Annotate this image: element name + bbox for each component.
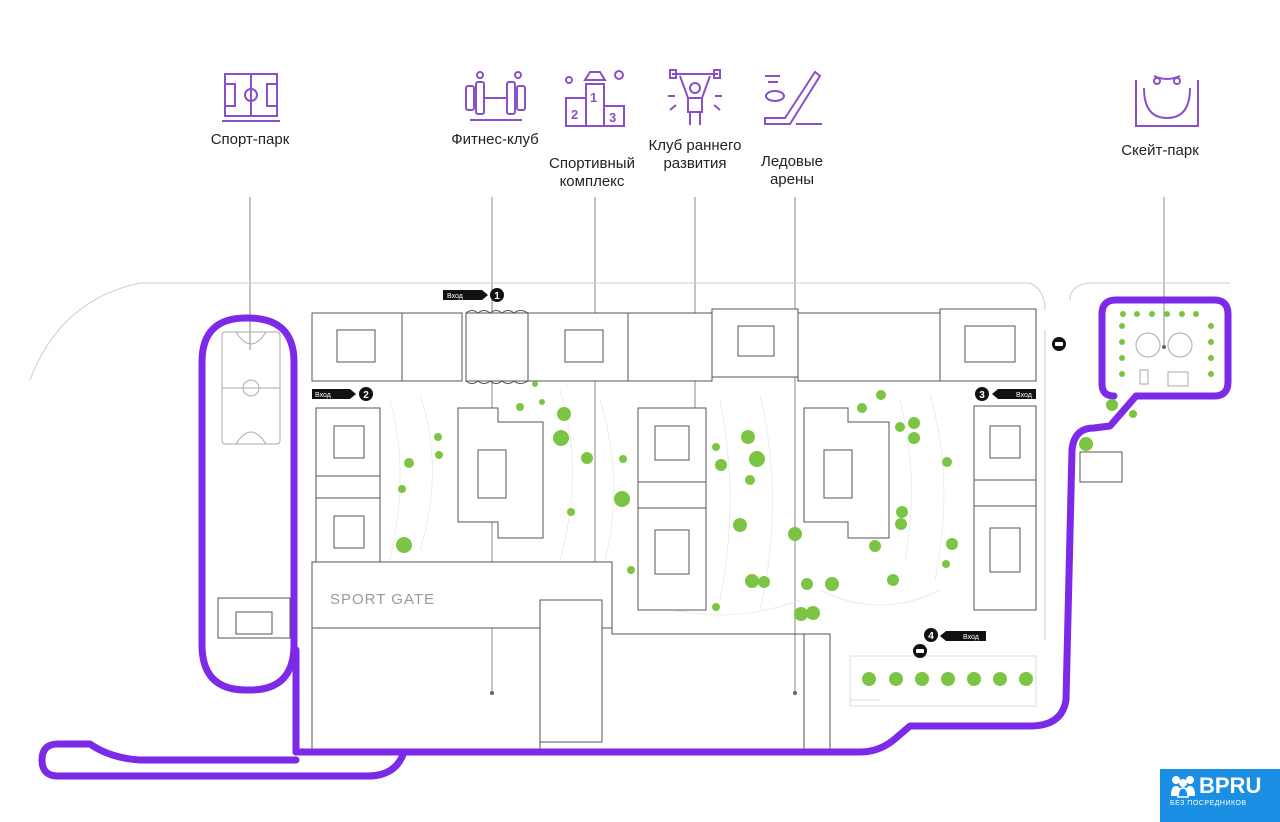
svg-text:1: 1	[590, 90, 597, 105]
entrance-2[interactable]: Вход 2	[312, 387, 373, 401]
entrance-number: 2	[363, 390, 369, 401]
entrance-label: Вход	[963, 634, 979, 641]
entrance-label: Вход	[315, 392, 331, 399]
site-outline	[29, 282, 1230, 640]
football-field-icon	[222, 73, 280, 122]
label-skate-park: Скейт-парк	[1121, 142, 1199, 159]
brand-name: BPRU	[1199, 773, 1262, 798]
entrance-label: Вход	[1016, 392, 1032, 399]
entrance-label: Вход	[447, 293, 463, 300]
dumbbell-icon	[465, 71, 526, 121]
bpru-logo[interactable]: BPRU БЕЗ ПОСРЕДНИКОВ	[1160, 769, 1280, 822]
svg-text:3: 3	[609, 110, 616, 125]
podium-icon: 2 1 3	[565, 70, 625, 127]
sport-park-field	[221, 331, 281, 445]
svg-text:2: 2	[571, 107, 578, 122]
label-fitness-club: Фитнес-клуб	[451, 131, 539, 148]
sport-gate-watermark: SPORT GATE	[330, 591, 435, 608]
buildings	[217, 308, 1123, 753]
entrance-number: 3	[979, 390, 985, 401]
entrance-3[interactable]: Вход 3	[975, 387, 1036, 401]
entrance-number: 4	[928, 631, 934, 642]
fitness-building-outline	[465, 310, 529, 384]
label-ice-arenas: Ледовые арены	[760, 153, 824, 188]
tree-cluster	[396, 311, 1214, 686]
car-icon	[1052, 337, 1066, 351]
skate-park-area	[1135, 332, 1193, 387]
label-kids-club: Клуб раннего развития	[648, 137, 742, 172]
parking-area	[849, 655, 1037, 707]
hockey-stick-icon	[764, 70, 822, 125]
child-weight-icon	[668, 69, 722, 125]
label-sports-complex: Спортивный комплекс	[549, 155, 635, 190]
entrance-4[interactable]: Вход 4	[924, 628, 986, 642]
skate-ramp-icon	[1135, 75, 1199, 127]
car-icon	[913, 644, 927, 658]
people-icon	[1171, 776, 1195, 798]
entrance-number: 1	[494, 291, 500, 302]
entrance-1[interactable]: Вход 1	[443, 288, 504, 302]
brand-tagline: БЕЗ ПОСРЕДНИКОВ	[1170, 800, 1247, 807]
label-sport-park: Спорт-парк	[210, 131, 290, 148]
jogging-route	[38, 296, 1232, 780]
